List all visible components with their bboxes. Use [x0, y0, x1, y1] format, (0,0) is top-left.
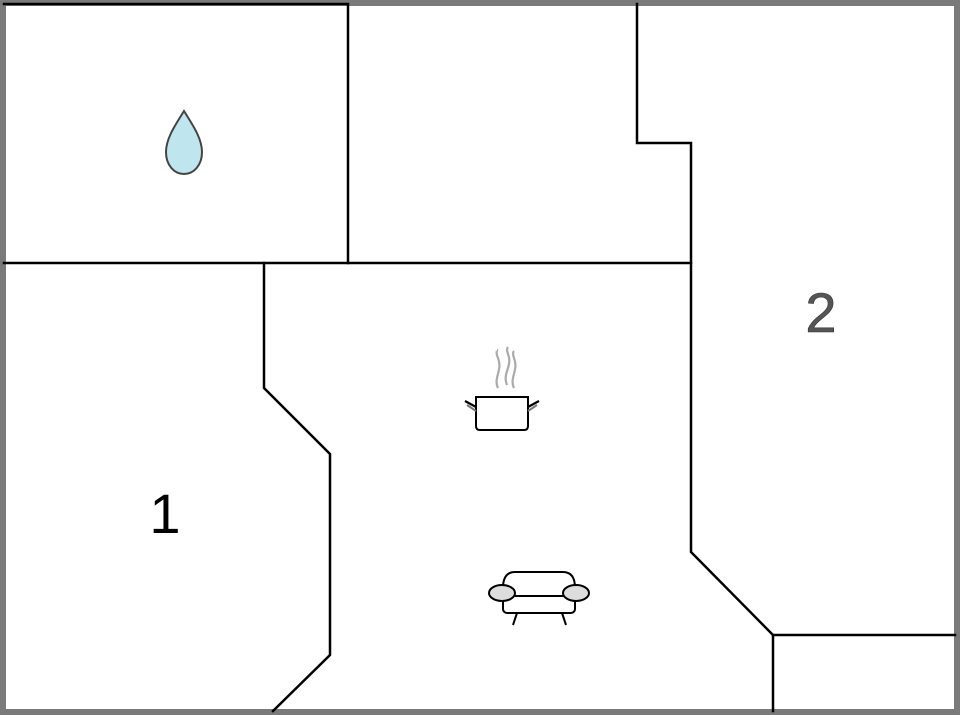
sofa-icon [488, 571, 590, 626]
cooking-pot-icon [464, 346, 540, 431]
room-2-label: 2 [805, 281, 836, 344]
wall-right-stepped [635, 2, 775, 713]
room-1-label: 1 [149, 482, 180, 545]
wall-bathroom [2, 2, 350, 265]
water-drop-icon [164, 109, 204, 176]
wall-room-1 [262, 261, 332, 713]
